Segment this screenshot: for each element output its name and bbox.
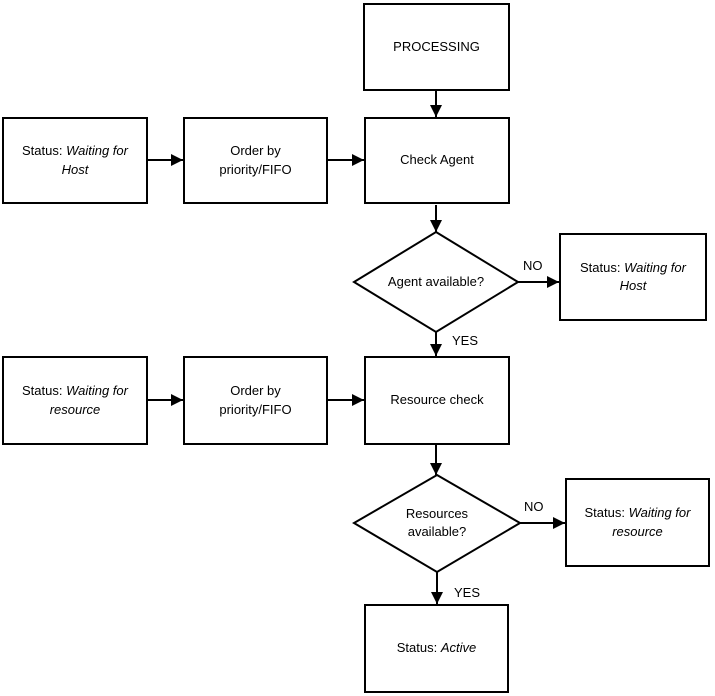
status-prefix: Status: [584, 505, 629, 521]
node-status-waiting-host-right-label: Status: Waiting for Host [568, 259, 698, 295]
status-value: Waiting for resource [49, 383, 128, 417]
node-check-agent: Check Agent [364, 117, 510, 204]
node-order-by-priority-1: Order by priority/FIFO [183, 117, 328, 204]
edge-label-resources-no: NO [524, 499, 544, 514]
node-processing: PROCESSING [363, 3, 510, 91]
status-prefix: Status: [396, 640, 441, 656]
status-prefix: Status: [22, 383, 67, 399]
status-value: Active [440, 640, 477, 656]
node-processing-label: PROCESSING [393, 38, 480, 54]
status-value: Waiting for resource [612, 505, 691, 539]
node-order-by-priority-2: Order by priority/FIFO [183, 356, 328, 445]
decision-resources-available-shape [352, 473, 522, 574]
node-status-waiting-resource-left: Status: Waiting for resource [2, 356, 148, 445]
edge-label-resources-yes: YES [454, 585, 481, 600]
node-status-waiting-host-right: Status: Waiting for Host [559, 233, 707, 321]
node-resource-check-label: Resource check [390, 392, 484, 408]
node-status-active: Status: Active [364, 604, 509, 693]
node-resource-check: Resource check [364, 356, 510, 445]
edge-label-agent-yes: YES [452, 333, 479, 348]
node-check-agent-label: Check Agent [400, 152, 474, 168]
status-value: Waiting for Host [61, 143, 128, 177]
node-order-by-priority-1-label: Order by priority/FIFO [219, 143, 292, 177]
node-status-waiting-resource-right-label: Status: Waiting for resource [574, 504, 701, 540]
node-order-by-priority-2-label: Order by priority/FIFO [219, 383, 292, 417]
status-value: Waiting for Host [619, 259, 686, 293]
edge-label-agent-no: NO [523, 258, 543, 273]
node-status-waiting-resource-left-label: Status: Waiting for resource [11, 382, 139, 418]
status-prefix: Status: [22, 143, 67, 159]
status-prefix: Status: [580, 259, 625, 275]
node-status-waiting-resource-right: Status: Waiting for resource [565, 478, 710, 567]
node-status-waiting-host-left-label: Status: Waiting for Host [11, 142, 139, 178]
node-status-waiting-host-left: Status: Waiting for Host [2, 117, 148, 204]
decision-agent-available-shape [352, 230, 520, 334]
node-status-active-label: Status: Active [397, 639, 476, 657]
